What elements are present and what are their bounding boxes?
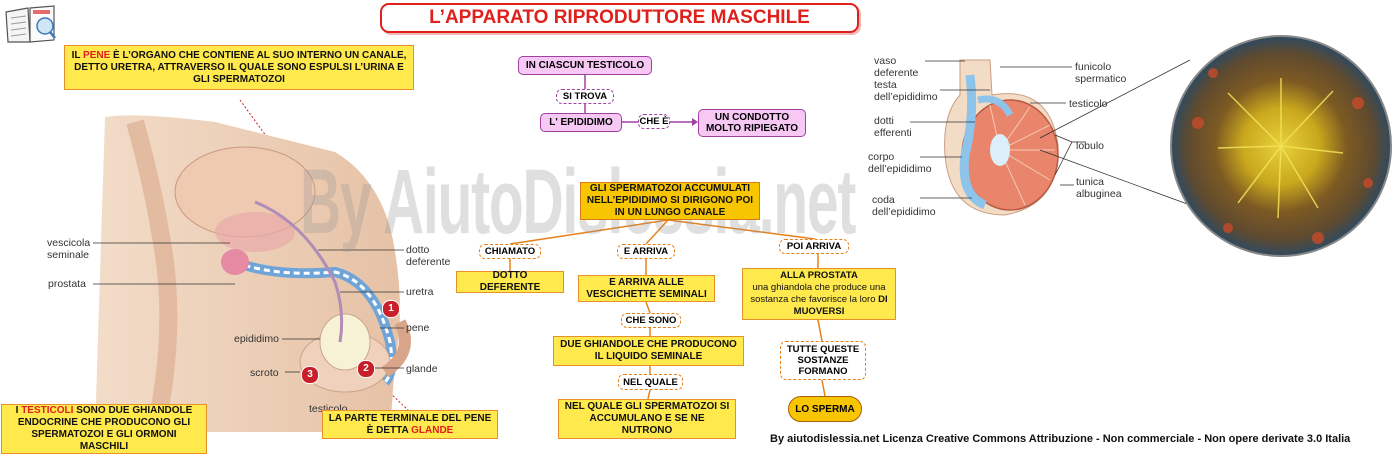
label-dotto-deferente: dotto deferente <box>406 244 451 268</box>
label-uretra: uretra <box>406 286 434 298</box>
label-prostata: prostata <box>48 278 86 290</box>
map-vescichette-seminali: E ARRIVA ALLE VESCICHETTE SEMINALI <box>578 275 715 302</box>
map-accumulano-nutrono: NEL QUALE GLI SPERMATOZOI SI ACCUMULANO … <box>558 399 736 439</box>
page-title: L’APPARATO RIPRODUTTORE MASCHILE <box>380 3 859 33</box>
label-dotti-efferenti: dotti efferenti <box>874 115 912 139</box>
map-chiamato: CHIAMATO <box>479 244 541 259</box>
badge-3: 3 <box>301 366 319 384</box>
map-che-sono: CHE SONO <box>621 313 681 328</box>
map-epididimo: L' EPIDIDIMO <box>540 113 622 132</box>
label-corpo-epididimo: corpo dell’epididimo <box>868 151 932 175</box>
glande-definition-box: LA PARTE TERMINALE DEL PENE È DETTA GLAN… <box>322 410 498 439</box>
label-vescicola-seminale: vescicola seminale <box>47 237 91 261</box>
map-e-arriva: E ARRIVA <box>617 244 675 259</box>
label-glande: glande <box>406 363 438 375</box>
label-testicolo-right: testicolo <box>1069 98 1108 110</box>
map-dotto-deferente: DOTTO DEFERENTE <box>456 270 564 293</box>
testicoli-definition-box: I TESTICOLI SONO DUE GHIANDOLE ENDOCRINE… <box>1 404 207 454</box>
testis-cross-section <box>944 59 1059 216</box>
label-testa-epididimo: testa dell’epididimo <box>874 79 938 103</box>
map-che-e: CHE È <box>638 114 670 129</box>
label-epididimo: epididimo <box>234 333 279 345</box>
male-anatomy-illustration <box>95 115 411 432</box>
map-in-ciascun-testicolo: IN CIASCUN TESTICOLO <box>518 56 652 75</box>
label-coda-epididimo: coda dell’epididimo <box>872 194 936 218</box>
map-spermatozoi-accumulati: GLI SPERMATOZOI ACCUMULATI NELL’EPIDIDIM… <box>580 182 760 220</box>
map-condotto: UN CONDOTTO MOLTO RIPIEGATO <box>698 109 806 137</box>
watermark: By AiutoDislessia.net <box>300 151 856 253</box>
map-poi-arriva: POI ARRIVA <box>779 239 849 254</box>
label-funicolo-spermatico: funicolo spermatico <box>1075 61 1127 85</box>
map-lo-sperma: LO SPERMA <box>788 396 862 422</box>
badge-2: 2 <box>357 360 375 378</box>
lobule-micrograph <box>1170 35 1392 257</box>
label-pene: pene <box>406 322 430 334</box>
map-tutte-queste-sostanze: TUTTE QUESTE SOSTANZE FORMANO <box>780 341 866 380</box>
map-si-trova: SI TROVA <box>556 89 614 104</box>
label-lobulo: lobulo <box>1076 140 1105 152</box>
license-footer: By aiutodislessia.net Licenza Creative C… <box>770 433 1351 445</box>
badge-1: 1 <box>382 300 400 318</box>
label-scroto: scroto <box>250 367 279 379</box>
map-nel-quale: NEL QUALE <box>618 374 683 390</box>
label-vaso-deferente: vaso deferente <box>874 55 919 79</box>
map-due-ghiandole: DUE GHIANDOLE CHE PRODUCONO IL LIQUIDO S… <box>553 336 744 366</box>
pene-definition-box: IL PENE È L’ORGANO CHE CONTIENE AL SUO I… <box>64 45 414 90</box>
book-logo-icon[interactable] <box>2 2 58 44</box>
label-tunica-albuginea: tunica albuginea <box>1076 176 1122 200</box>
